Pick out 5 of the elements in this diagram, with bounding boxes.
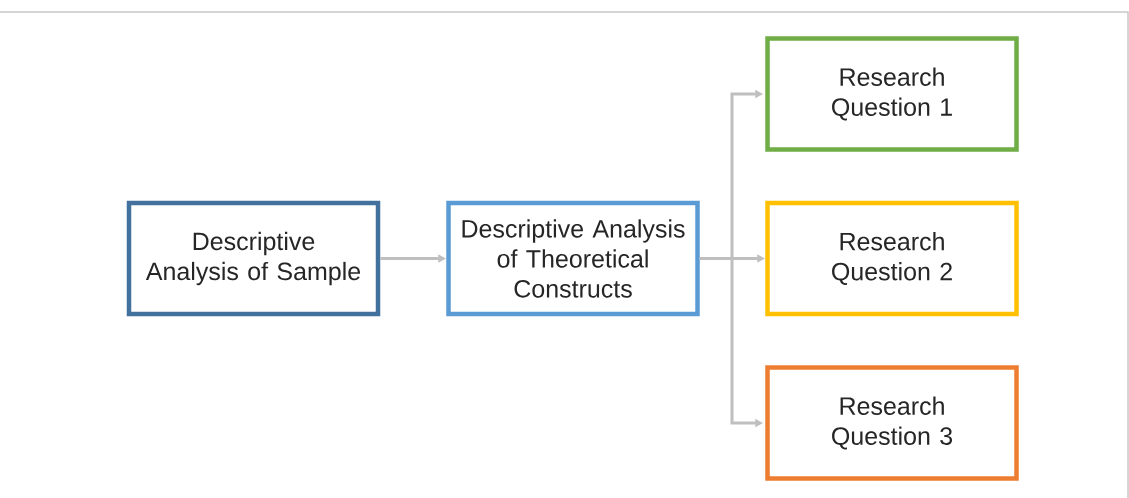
process-box: Descriptive Analysis of Theoretical Constructs — [446, 200, 700, 317]
process-box: Descriptive Analysis of Sample — [126, 200, 381, 317]
process-box: Research Question 2 — [765, 200, 1019, 317]
process-box: Research Question 1 — [765, 36, 1019, 152]
process-box: Research Question 3 — [765, 365, 1019, 481]
